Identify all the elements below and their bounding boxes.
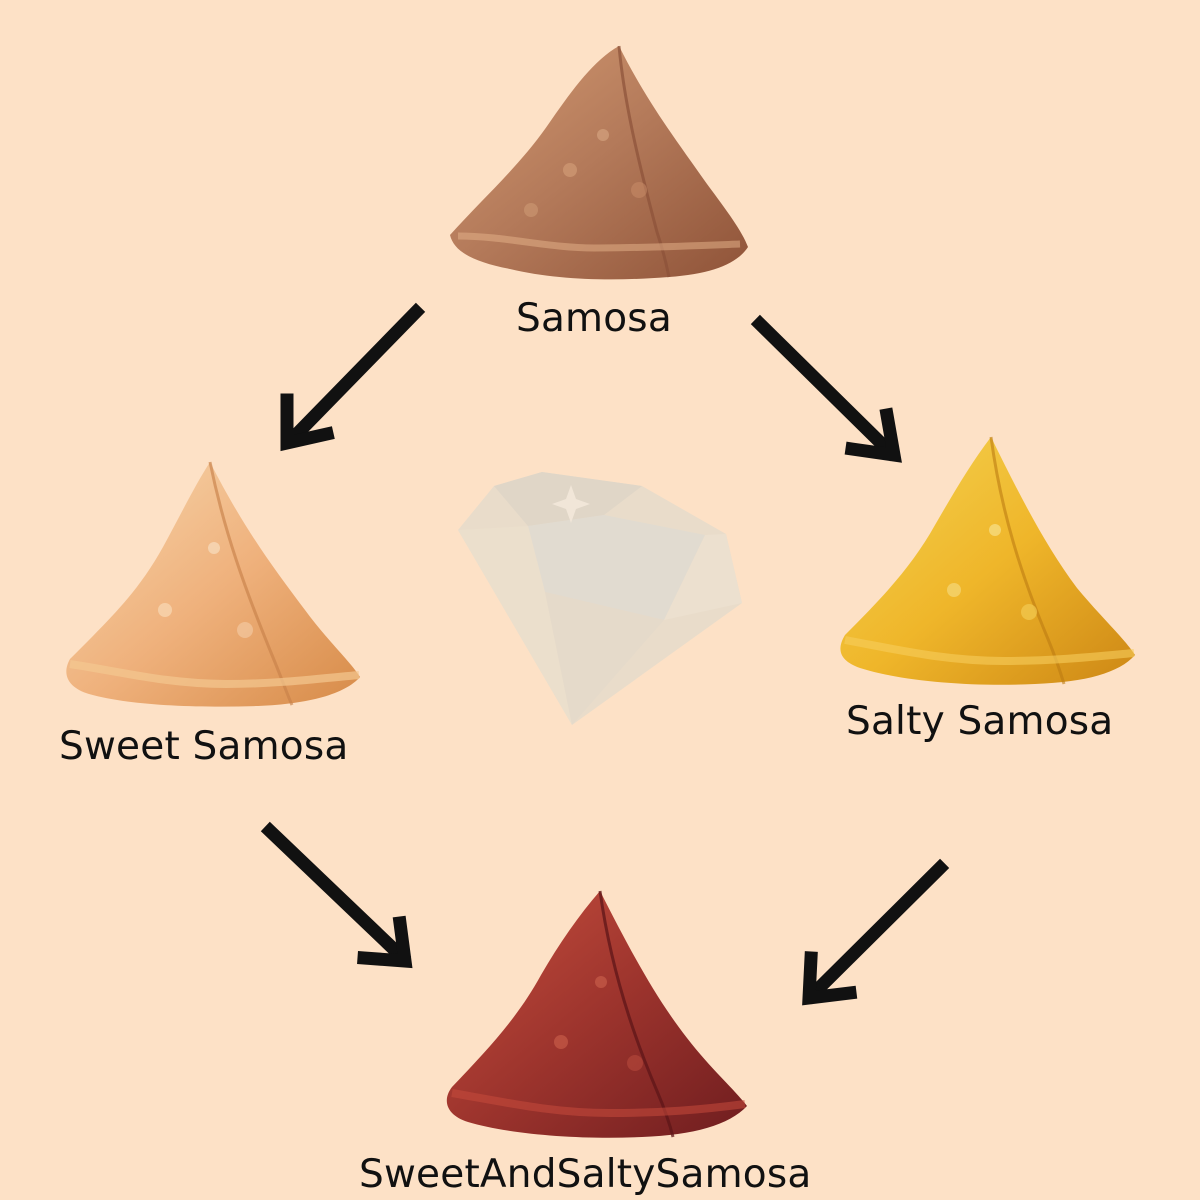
arrow-samosa-to-salty [750, 314, 902, 463]
node-label-samosa: Samosa [516, 296, 672, 341]
arrow-sweet-to-sweet-and-salty [260, 821, 413, 969]
diamond-gem-icon [458, 472, 742, 725]
samosa-salty-image [840, 436, 1135, 685]
samosa-plain-image [450, 45, 748, 280]
node-label-salty-samosa: Salty Samosa [846, 699, 1114, 744]
samosa-sweet-image [66, 461, 360, 707]
node-label-sweet-samosa: Sweet Samosa [59, 724, 349, 769]
node-label-sweet-and-salty-samosa: SweetAndSaltySamosa [359, 1152, 812, 1197]
arrow-samosa-to-sweet [280, 302, 426, 452]
samosa-sweet-salty-image [446, 890, 747, 1138]
arrow-salty-to-sweet-and-salty [802, 858, 950, 1006]
